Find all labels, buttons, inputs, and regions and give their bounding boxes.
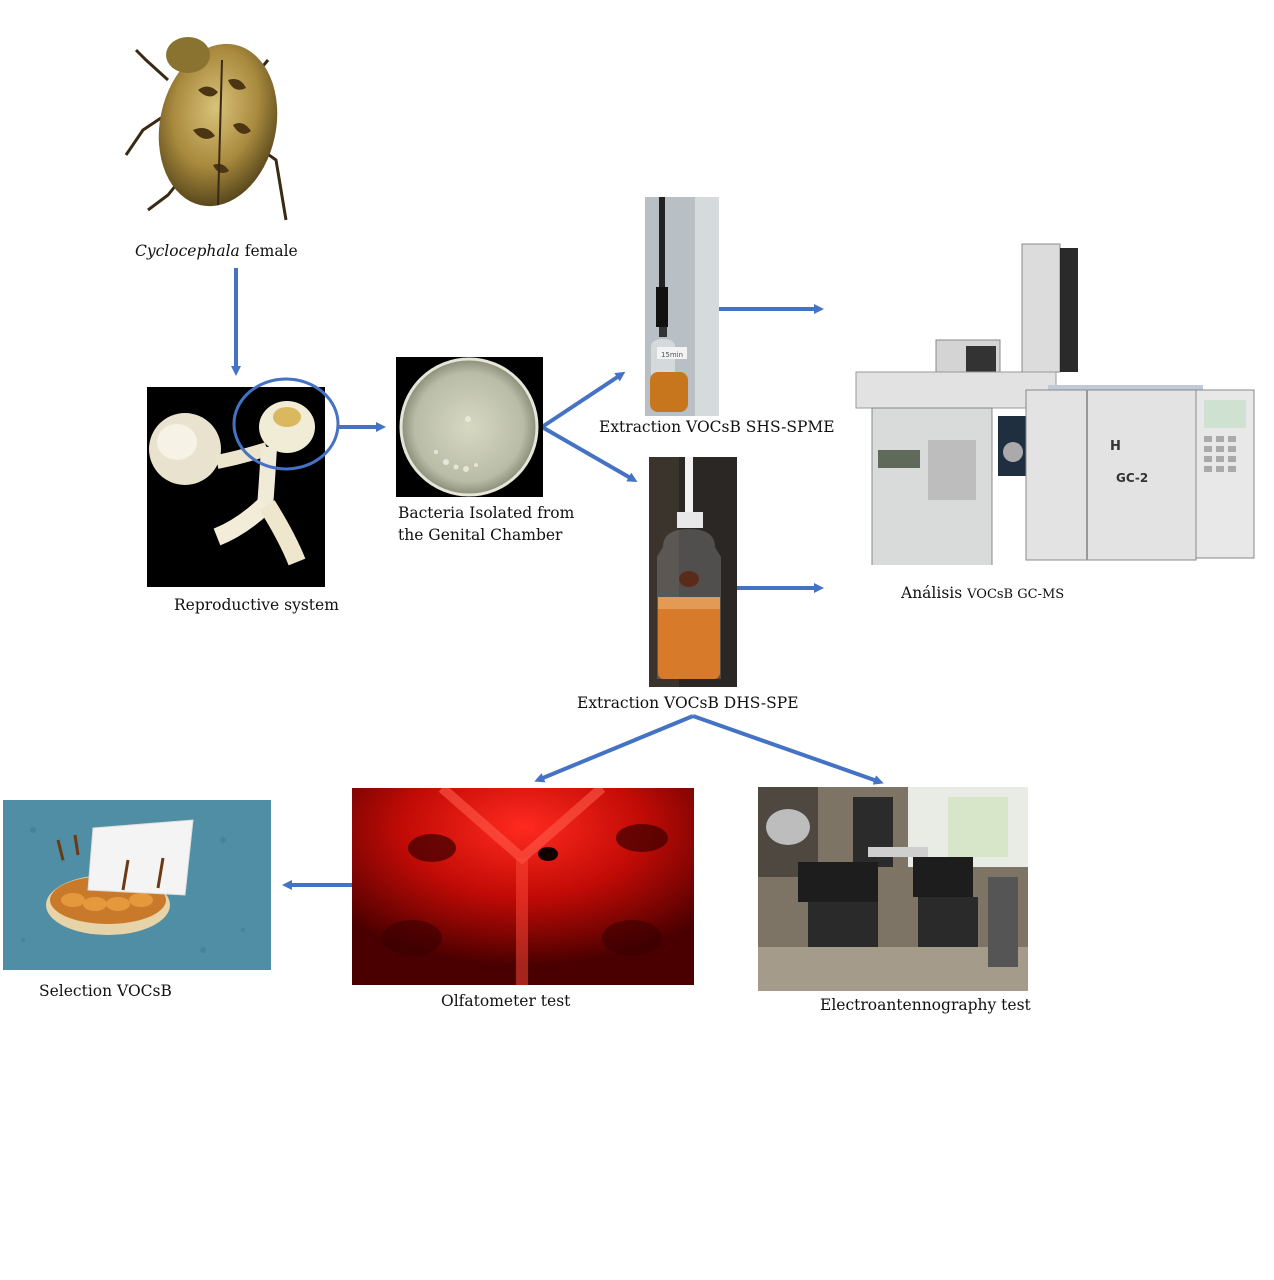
gcms-label: Análisis VOCsB GC-MS: [901, 582, 1064, 606]
beetle-label-rest: female: [239, 242, 298, 260]
shs-vial-label: 15min: [661, 351, 683, 359]
bacteria-label-line2: the Genital Chamber: [398, 526, 563, 544]
arrow-bacteria-to-dhs: [541, 425, 638, 482]
electroantennography-label: Electroantennography test: [820, 996, 1031, 1014]
bacteria-label: Bacteria Isolated from the Genital Chamb…: [398, 502, 574, 546]
arrow-bacteria-to-shs: [540, 371, 626, 429]
gcms-instrument-image: H GC-2: [848, 240, 1260, 565]
dhs-spe-label: Extraction VOCsB DHS-SPE: [577, 694, 799, 712]
arrow-dhs-to-eag: [692, 714, 884, 785]
beetle-label: Cyclocephala female: [135, 240, 298, 262]
bacteria-label-line1: Bacteria Isolated from: [398, 504, 575, 522]
gc-h-label: H: [1110, 439, 1121, 454]
beetle-image: [118, 20, 298, 245]
shs-spme-label: Extraction VOCsB SHS-SPME: [599, 418, 835, 436]
beetle-label-genus: Cyclocephala: [135, 242, 240, 260]
selection-label: Selection VOCsB: [39, 982, 172, 1000]
dhs-spe-image: [649, 457, 737, 687]
gcms-label-main: Análisis: [901, 584, 968, 602]
olfactometer-label: Olfatometer test: [441, 992, 571, 1010]
shs-spme-image: 15min: [645, 197, 719, 416]
reproductive-system-image: [147, 387, 325, 587]
petri-dish-image: [396, 357, 543, 497]
gcms-label-small: VOCsB GC-MS: [967, 587, 1065, 602]
gc-model-label: GC-2: [1116, 471, 1148, 485]
reproductive-system-label: Reproductive system: [174, 596, 339, 614]
electroantennography-image: [758, 787, 1028, 991]
arrow-dhs-to-olfactometer: [534, 714, 694, 783]
olfactometer-image: [352, 788, 694, 985]
selection-image: [3, 800, 271, 970]
